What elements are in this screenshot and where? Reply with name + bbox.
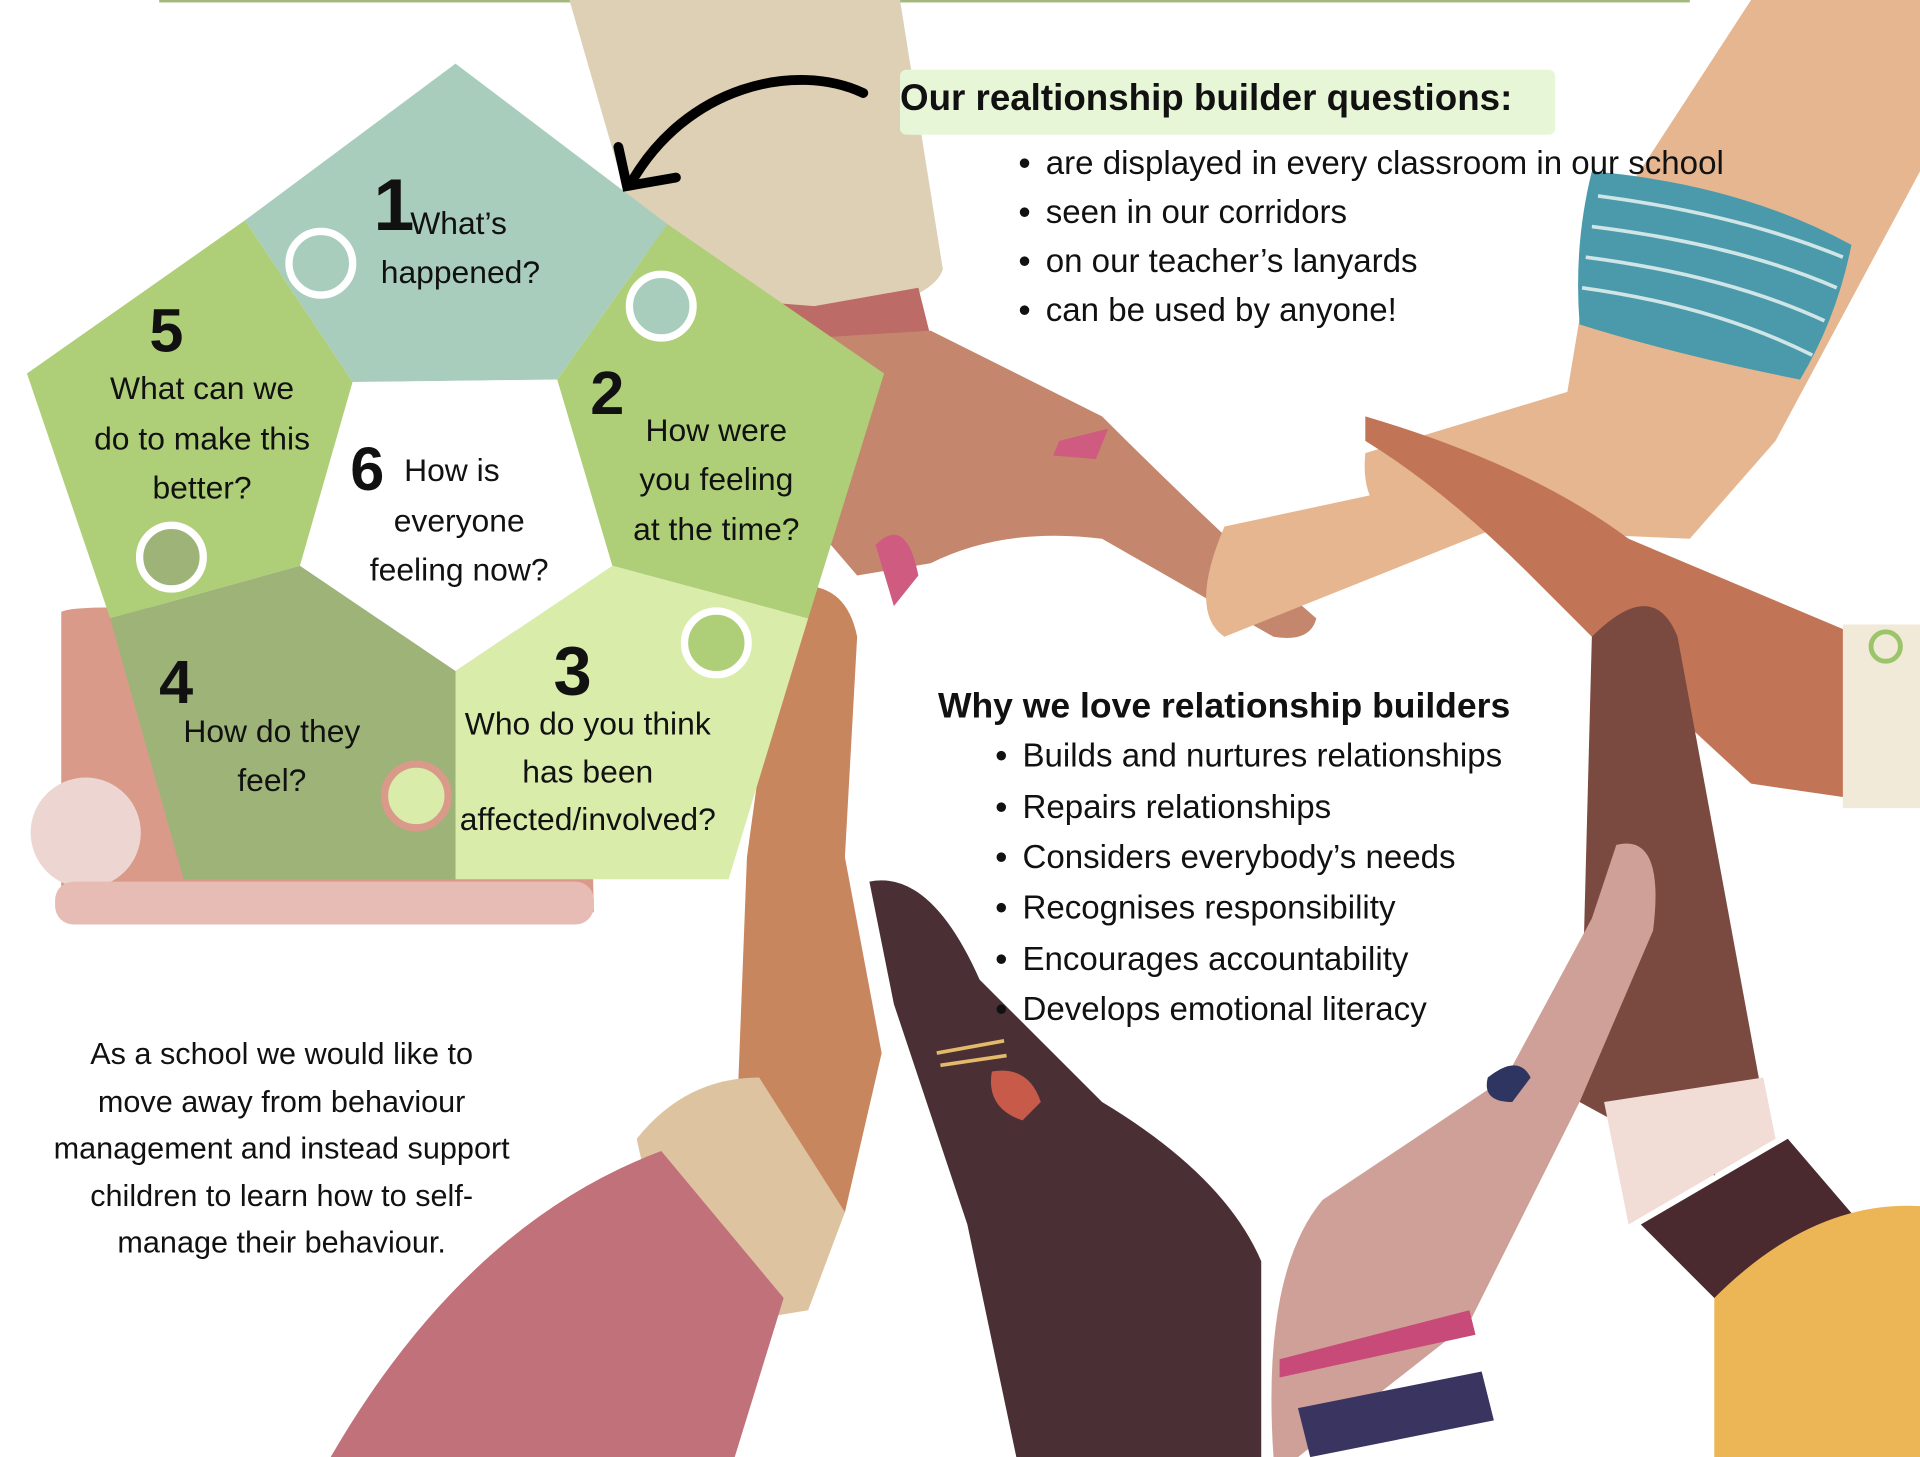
piece-text: you feeling	[639, 460, 794, 498]
arrow-icon	[613, 75, 869, 192]
questions-heading: Our realtionship builder questions:	[900, 78, 1513, 119]
piece-text: Who do you think	[464, 705, 711, 743]
list-item: Develops emotional literacy	[996, 992, 1426, 1026]
piece-text: What’s	[410, 204, 507, 242]
yellow-sleeve	[1714, 1205, 1920, 1457]
why-heading: Why we love relationship builders	[937, 686, 1511, 727]
piece-number-1: 1	[373, 164, 415, 247]
list-item: are displayed in every classroom in our …	[1019, 146, 1724, 180]
piece-text: affected/involved?	[459, 800, 716, 838]
puzzle-piece-1	[244, 63, 668, 383]
piece-number-5: 5	[149, 296, 184, 365]
puzzle-piece-4	[110, 565, 456, 880]
piece-text: How is	[404, 451, 500, 489]
top-border	[159, 0, 1690, 3]
relationship-puzzle	[26, 63, 885, 880]
piece-text: feeling now?	[369, 551, 549, 588]
piece-number-2: 2	[590, 358, 625, 428]
piece-number-4: 4	[159, 647, 194, 717]
piece-text: better?	[152, 468, 252, 506]
pink-sleeve	[330, 1151, 784, 1457]
teal-cuff	[1578, 171, 1852, 380]
piece-text: do to make this	[94, 420, 310, 457]
puzzle-piece-6	[300, 379, 613, 672]
piece-text: How were	[645, 411, 788, 449]
dark-center-hand	[869, 880, 1262, 1457]
school-statement: As a school we would like to move away f…	[53, 1037, 510, 1261]
list-item: Repairs relationships	[996, 790, 1331, 824]
piece-text: has been	[522, 753, 654, 790]
puzzle-piece-5	[26, 220, 353, 619]
piece-text: How do they	[183, 712, 361, 750]
list-item: on our teacher’s lanyards	[1019, 244, 1418, 278]
piece-text: at the time?	[633, 510, 800, 548]
list-item: Encourages accountability	[996, 942, 1408, 976]
list-item: Builds and nurtures relationships	[996, 739, 1502, 773]
heading-background	[900, 69, 1556, 135]
piece-number-3: 3	[553, 631, 592, 709]
top-left-hand	[734, 330, 1317, 638]
list-item: Considers everybody’s needs	[996, 841, 1455, 874]
list-item: can be used by anyone!	[1019, 293, 1397, 327]
piece-text: feel?	[237, 761, 307, 799]
list-item: Recognises responsibility	[996, 891, 1395, 924]
list-item: seen in our corridors	[1019, 195, 1347, 229]
dark-right-hand	[1579, 606, 1764, 1176]
piece-text: happened?	[380, 253, 541, 291]
piece-number-6: 6	[350, 434, 385, 504]
lower-left-hand	[734, 585, 882, 1213]
piece-text: What can we	[110, 369, 295, 407]
light-pink-hand	[1271, 843, 1656, 1457]
piece-text: everyone	[393, 502, 525, 539]
